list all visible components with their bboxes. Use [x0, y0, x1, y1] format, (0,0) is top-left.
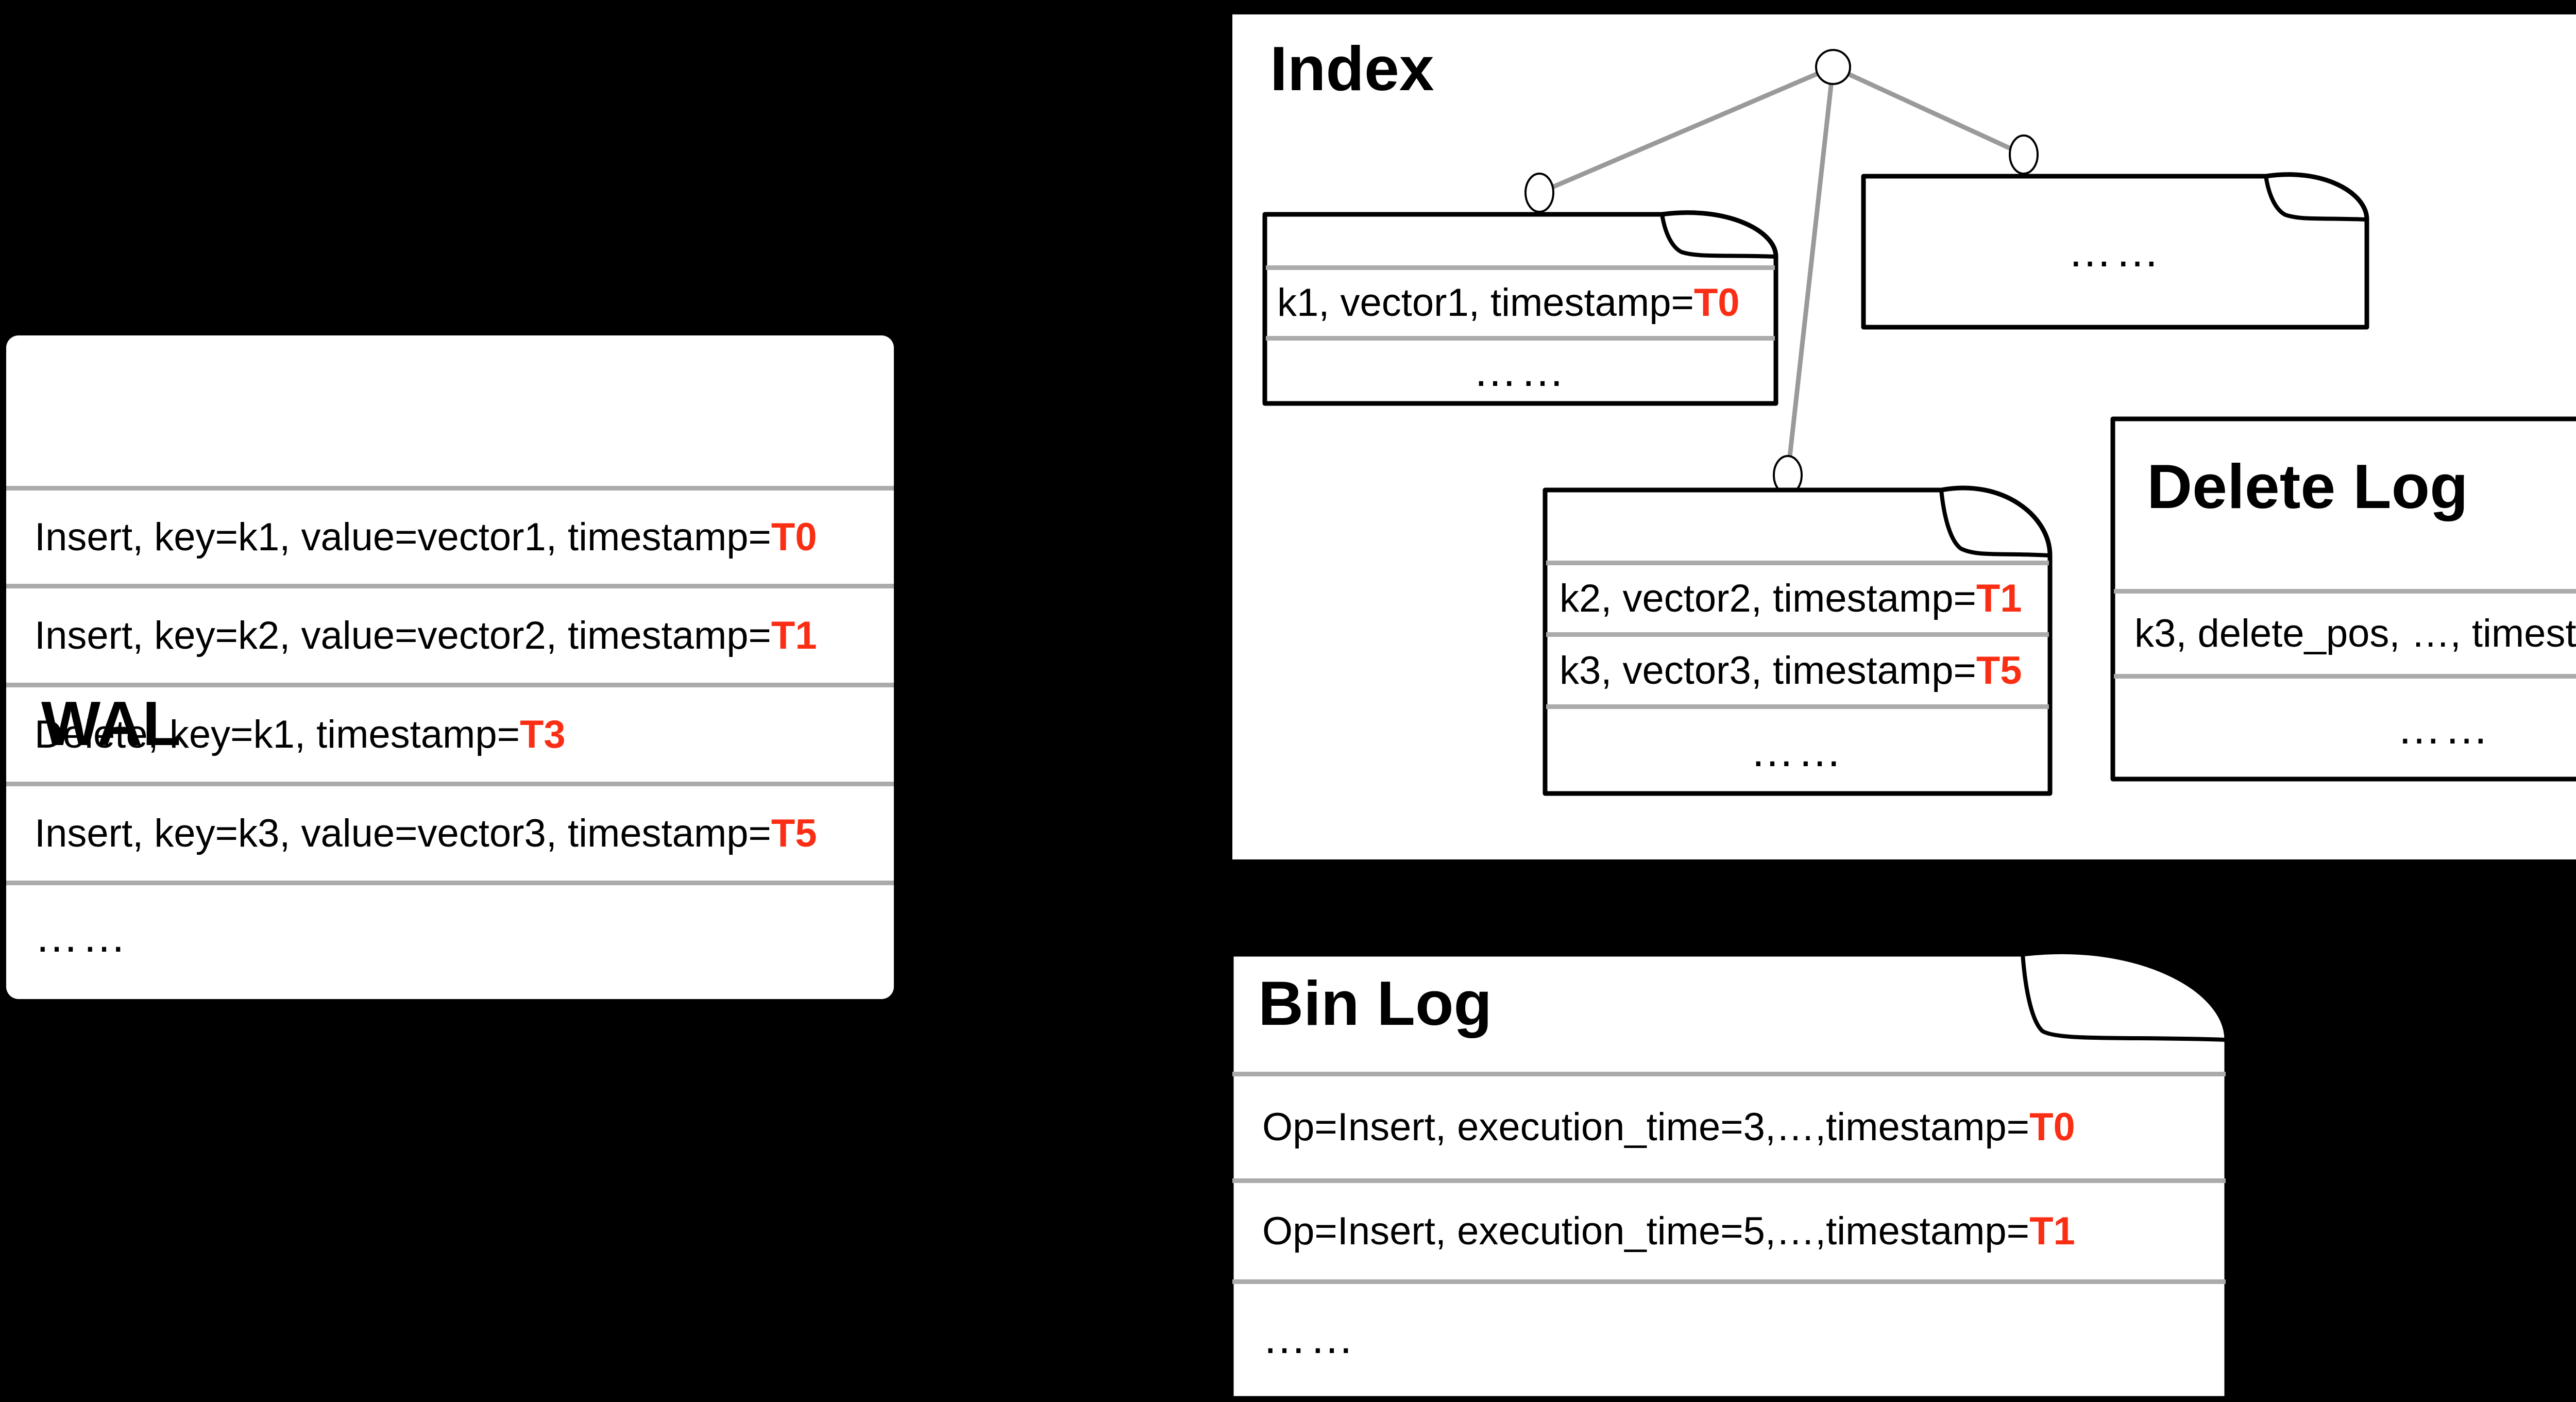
log-entry-text: Insert, key=k2, value=vector2, timestamp…: [35, 613, 771, 657]
bin-log-title: Bin Log: [1258, 968, 1492, 1038]
ellipsis-text: ……: [2067, 227, 2163, 276]
row-divider: [1266, 265, 1775, 270]
segment-row: k3, vector3, timestamp=T5: [1546, 637, 2049, 704]
wal-log-row: ……: [6, 885, 894, 988]
index-segment-doc-more: ……: [1861, 172, 2369, 330]
entry-text: Op=Insert, execution_time=5,…,timestamp=: [1262, 1209, 2030, 1253]
wal-panel: WAL Insert, key=k1, value=vector1, times…: [6, 335, 894, 999]
row-divider: [6, 881, 894, 885]
entry-text: k2, vector2, timestamp=: [1560, 577, 1976, 620]
bin-log-row: Op=Insert, execution_time=3,…,timestamp=…: [1232, 1076, 2226, 1178]
wal-log-row: Insert, key=k2, value=vector2, timestamp…: [6, 588, 894, 683]
row-divider: [1546, 561, 2049, 565]
timestamp-value: T5: [771, 811, 817, 855]
delete-log-content: Delete Log k3, delete_pos, …, timestamp=…: [2114, 419, 2576, 779]
index-segment-doc-2: k2, vector2, timestamp=T1 k3, vector3, t…: [1543, 485, 2053, 796]
folded-document-shape: [1262, 210, 1778, 406]
segment-rows: k2, vector2, timestamp=T1 k3, vector3, t…: [1546, 490, 2049, 793]
timestamp-value: T0: [771, 515, 817, 559]
segment-row: ……: [1546, 709, 2049, 793]
wal-title: WAL: [41, 688, 181, 758]
row-divider: [1546, 704, 2049, 709]
timestamp-value: T0: [2029, 1105, 2075, 1149]
delete-log-row: ……: [2114, 679, 2576, 779]
ellipsis-text: ……: [2397, 704, 2492, 753]
index-panel: Index k1, vector1, timestamp=T0: [1232, 14, 2576, 859]
entry-text: k3, delete_pos, …, timestamp=: [2134, 612, 2576, 655]
row-divider: [1232, 1072, 2226, 1076]
bin-log-doc: Bin Log Op=Insert, execution_time=3,…,ti…: [1229, 949, 2229, 1401]
tree-edges: [1538, 64, 2025, 476]
timestamp-value: T0: [1693, 281, 1740, 325]
row-divider: [2114, 589, 2576, 594]
bin-log-row: ……: [1232, 1284, 2226, 1392]
timestamp-value: T1: [1976, 577, 2022, 620]
folded-document-shape: [1861, 172, 2369, 330]
bin-log-row: Op=Insert, execution_time=5,…,timestamp=…: [1232, 1183, 2226, 1279]
bin-log-content: Bin Log Op=Insert, execution_time=3,…,ti…: [1232, 954, 2226, 1398]
index-tree: [1524, 49, 2039, 495]
row-divider: [6, 584, 894, 588]
segment-rows: k1, vector1, timestamp=T0 ……: [1266, 214, 1775, 403]
folded-document-shape: [1229, 949, 2229, 1401]
delete-log-doc: Delete Log k3, delete_pos, …, timestamp=…: [2110, 416, 2576, 782]
log-entry-text: Insert, key=k3, value=vector3, timestamp…: [35, 811, 771, 855]
ellipsis-text: ……: [1750, 726, 1845, 776]
timestamp-value: T5: [1976, 648, 2022, 692]
log-entry-text: Delete, key=k1, timestamp=: [35, 712, 520, 756]
tree-edge: [1538, 64, 1834, 195]
tree-node-right: [2009, 134, 2039, 175]
ellipsis-text: ……: [1262, 1313, 1357, 1363]
row-divider: [1266, 336, 1775, 341]
timestamp-value: T3: [519, 712, 566, 756]
delete-log-title: Delete Log: [2147, 451, 2468, 521]
entry-text: k1, vector1, timestamp=: [1277, 281, 1694, 325]
row-divider: [1232, 1279, 2226, 1284]
tree-edge: [1785, 66, 1836, 476]
folded-document-shape: [2110, 416, 2576, 782]
wal-log-row: Delete, key=k1, timestamp=T3: [6, 687, 894, 782]
row-divider: [2114, 674, 2576, 679]
tree-root-node: [1815, 49, 1851, 85]
entry-text: Op=Insert, execution_time=3,…,timestamp=: [1262, 1105, 2030, 1149]
segment-row: k1, vector1, timestamp=T0: [1266, 270, 1775, 336]
index-segment-doc-1: k1, vector1, timestamp=T0 ……: [1262, 210, 1778, 406]
row-divider: [1546, 632, 2049, 637]
row-divider: [6, 683, 894, 687]
tree-node-left: [1524, 173, 1554, 213]
segment-row: k2, vector2, timestamp=T1: [1546, 565, 2049, 632]
tree-edge: [1832, 64, 2025, 157]
wal-log-row: Insert, key=k1, value=vector1, timestamp…: [6, 491, 894, 584]
row-divider: [6, 486, 894, 491]
timestamp-value: T1: [771, 613, 817, 657]
timestamp-value: T1: [2029, 1209, 2075, 1253]
ellipsis-text: ……: [35, 912, 129, 961]
log-entry-text: Insert, key=k1, value=vector1, timestamp…: [35, 515, 771, 559]
entry-text: k3, vector3, timestamp=: [1560, 648, 1976, 692]
segment-row: ……: [1861, 173, 2369, 330]
row-divider: [6, 782, 894, 786]
index-title: Index: [1270, 33, 1434, 104]
delete-log-row: k3, delete_pos, …, timestamp=T3: [2114, 594, 2576, 674]
segment-row: ……: [1266, 341, 1775, 401]
row-divider: [1232, 1178, 2226, 1183]
ellipsis-text: ……: [1473, 346, 1568, 396]
wal-log-row: Insert, key=k3, value=vector3, timestamp…: [6, 786, 894, 881]
